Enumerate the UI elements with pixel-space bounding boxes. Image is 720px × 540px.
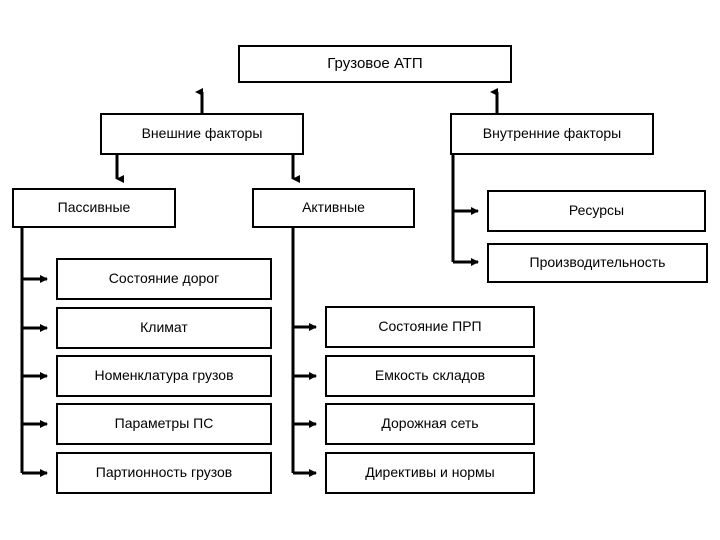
node-passive-item-3-label: Параметры ПС <box>114 415 214 432</box>
node-internal-item-productivity[interactable]: Производительность <box>487 243 708 283</box>
node-active-item-1-label: Емкость складов <box>374 367 486 384</box>
node-active-item-0-label: Состояние ПРП <box>378 318 482 335</box>
node-active-item-2[interactable]: Дорожная сеть <box>325 403 535 445</box>
node-internal-factors-label: Внутренние факторы <box>482 125 622 142</box>
node-passive-item-0-label: Состояние дорог <box>108 270 220 287</box>
node-passive-item-4[interactable]: Партионность грузов <box>56 452 272 494</box>
node-internal-factors[interactable]: Внутренние факторы <box>450 113 654 155</box>
node-passive[interactable]: Пассивные <box>12 188 176 228</box>
node-passive-item-4-label: Партионность грузов <box>95 464 233 481</box>
node-active-item-2-label: Дорожная сеть <box>381 415 479 432</box>
node-passive-item-1-label: Климат <box>140 319 188 336</box>
node-passive-item-1[interactable]: Климат <box>56 307 272 349</box>
node-internal-item-resources[interactable]: Ресурсы <box>487 190 706 232</box>
node-internal-item-productivity-label: Производительность <box>529 254 666 271</box>
node-passive-item-2-label: Номенклатура грузов <box>94 367 234 384</box>
node-passive-item-2[interactable]: Номенклатура грузов <box>56 355 272 397</box>
node-root[interactable]: Грузовое АТП <box>238 45 512 83</box>
node-active-item-3-label: Директивы и нормы <box>365 464 495 481</box>
node-passive-item-3[interactable]: Параметры ПС <box>56 403 272 445</box>
node-active[interactable]: Активные <box>252 188 415 228</box>
node-root-label: Грузовое АТП <box>327 54 423 72</box>
node-active-item-1[interactable]: Емкость складов <box>325 355 535 397</box>
node-active-item-3[interactable]: Директивы и нормы <box>325 452 535 494</box>
node-external-factors[interactable]: Внешние факторы <box>100 113 304 155</box>
node-passive-item-0[interactable]: Состояние дорог <box>56 258 272 300</box>
node-external-factors-label: Внешние факторы <box>141 125 263 142</box>
node-active-item-0[interactable]: Состояние ПРП <box>325 306 535 348</box>
node-passive-label: Пассивные <box>57 199 131 216</box>
node-internal-item-resources-label: Ресурсы <box>568 202 625 219</box>
node-active-label: Активные <box>302 199 365 216</box>
